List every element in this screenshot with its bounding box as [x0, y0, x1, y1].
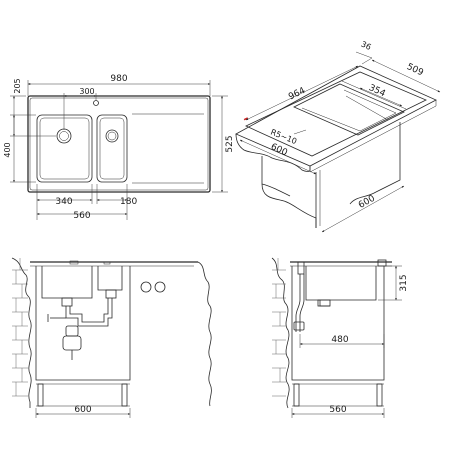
- dim-509: 509: [405, 62, 425, 78]
- dim-36: 36: [360, 40, 373, 52]
- left-bowl-front: [41, 266, 93, 299]
- tap-hole: [93, 100, 99, 106]
- sink-outline-top: [27, 95, 211, 193]
- top-view: 980 300 205 400 525 340 180 560: [3, 74, 235, 221]
- dim-560-top: 560: [73, 211, 90, 221]
- left-drain: [56, 128, 72, 144]
- brick-wall-side: [272, 258, 286, 397]
- waste-trap: [47, 289, 117, 360]
- overflow-hole: [140, 281, 152, 293]
- isometric-view: 964 36 509 354 R5~10 600 600: [235, 40, 441, 233]
- waste-pipe-side: [293, 261, 331, 332]
- brick-wall-left: [12, 258, 28, 397]
- left-bowl-top: [36, 114, 93, 183]
- dim-180: 180: [120, 197, 137, 207]
- right-bowl-top: [96, 114, 128, 183]
- dim-205: 205: [13, 78, 22, 93]
- cabinet-side: [291, 266, 385, 381]
- overflow-hole: [154, 281, 166, 293]
- dim-340: 340: [55, 197, 72, 207]
- countertop-iso: [235, 65, 437, 167]
- dim-980: 980: [110, 74, 127, 84]
- dim-525: 525: [225, 135, 235, 152]
- dim-300: 300: [79, 87, 94, 96]
- cabinet-front: [35, 266, 131, 381]
- dim-600-front: 600: [74, 405, 91, 415]
- right-drain: [105, 129, 119, 143]
- bowl-side: [305, 266, 377, 301]
- dim-480: 480: [331, 335, 348, 345]
- cabinet-iso: [261, 156, 317, 228]
- right-bowl-front: [97, 266, 123, 291]
- side-view: 315 480 560: [271, 257, 409, 418]
- dim-315: 315: [399, 274, 409, 291]
- dim-600-iso-side: 600: [357, 194, 377, 211]
- dim-400: 400: [3, 142, 12, 157]
- front-view: 600: [11, 257, 212, 418]
- dim-560-side: 560: [329, 405, 346, 415]
